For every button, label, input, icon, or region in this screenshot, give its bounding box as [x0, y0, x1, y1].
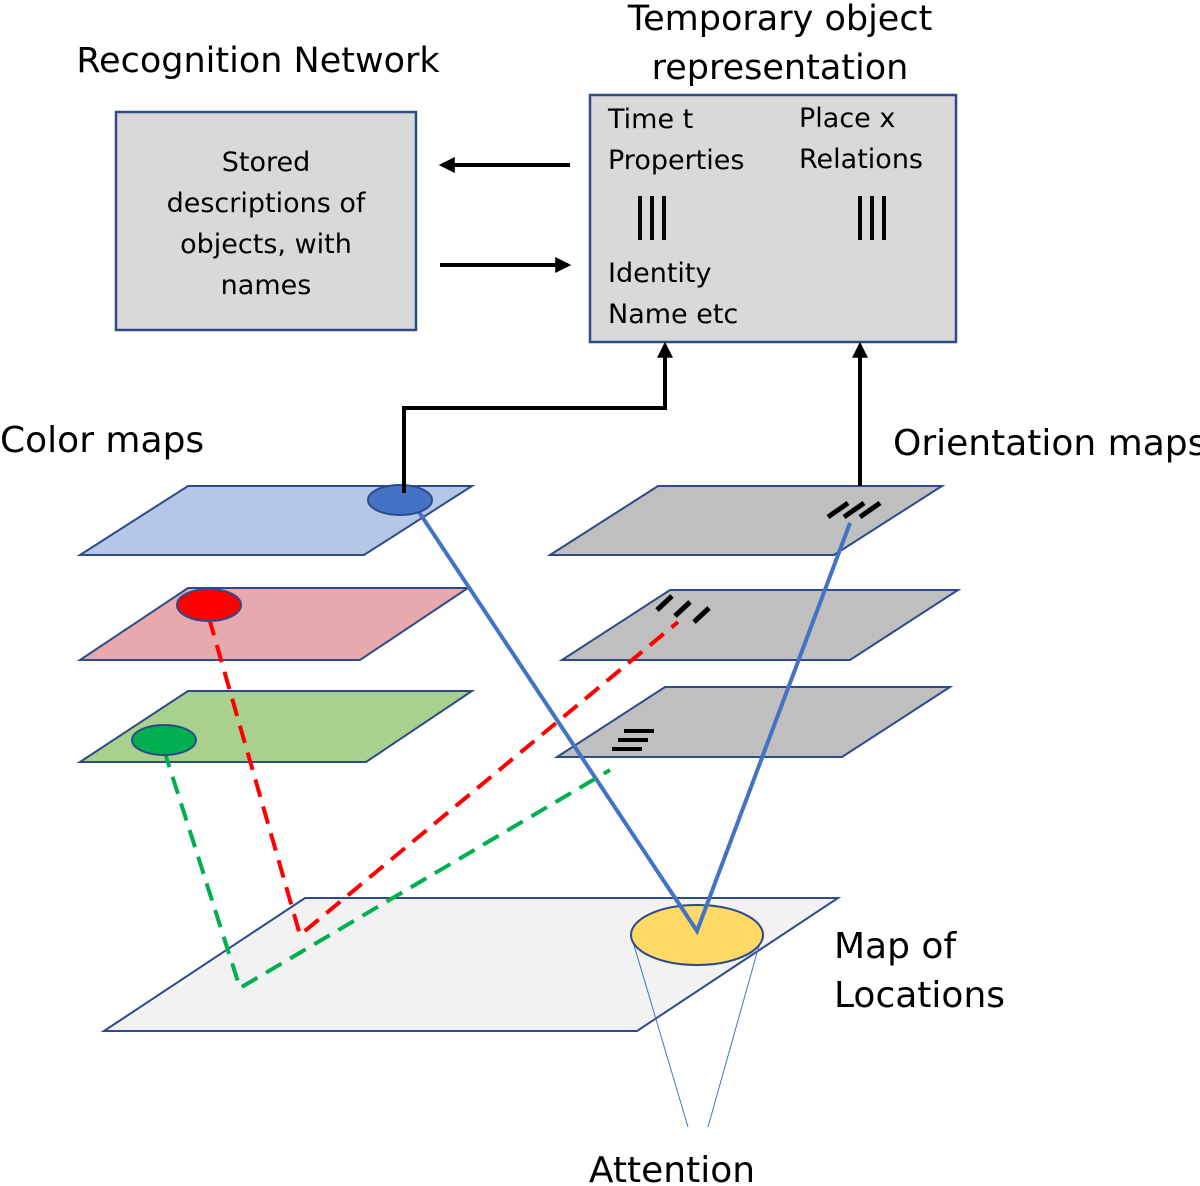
red-dashed-connection — [207, 617, 680, 939]
temp-rep-title-line1: Temporary object — [627, 0, 933, 39]
recognition-line-4: names — [221, 270, 312, 301]
recognition-line-3: objects, with — [180, 229, 352, 260]
orientation-map-2 — [558, 589, 962, 661]
map-of-locations-label-2: Locations — [834, 975, 1005, 1016]
orientation-map-1 — [546, 485, 946, 556]
orientation-bars-3 — [612, 729, 654, 751]
equivalence-bars-right — [858, 196, 886, 240]
map-of-locations-label-1: Map of — [834, 926, 957, 967]
orientation-bars-1 — [826, 500, 882, 520]
color-maps-label: Color maps — [0, 420, 204, 461]
equivalence-bars-left — [638, 196, 666, 240]
green-dashed-connection — [162, 749, 612, 991]
attention-label: Attention — [589, 1150, 755, 1186]
identity-label: Identity — [608, 258, 711, 289]
temp-rep-title-line2: representation — [652, 48, 909, 88]
name-label: Name etc — [608, 299, 738, 330]
orientation-map-3 — [553, 686, 954, 758]
attention-cone — [630, 934, 763, 1128]
recognition-line-1: Stored — [222, 147, 311, 178]
relations-label: Relations — [799, 144, 923, 175]
color-to-temp-arrow — [402, 341, 673, 493]
red-color-map — [76, 587, 472, 661]
time-label: Time t — [607, 104, 693, 135]
blue-connection-line — [409, 498, 852, 936]
attention-spot — [630, 904, 764, 966]
orientation-bars-2 — [655, 594, 711, 624]
recognition-box — [114, 110, 418, 332]
red-feature-dot — [176, 588, 242, 622]
recognition-line-2: descriptions of — [167, 188, 367, 219]
properties-label: Properties — [608, 145, 744, 176]
green-feature-dot — [131, 724, 197, 756]
orientation-maps-label: Orientation maps — [893, 423, 1200, 464]
recognition-network-title: Recognition Network — [76, 41, 440, 81]
blue-feature-dot — [367, 484, 433, 516]
green-color-map — [76, 690, 476, 763]
place-label: Place x — [799, 103, 895, 134]
